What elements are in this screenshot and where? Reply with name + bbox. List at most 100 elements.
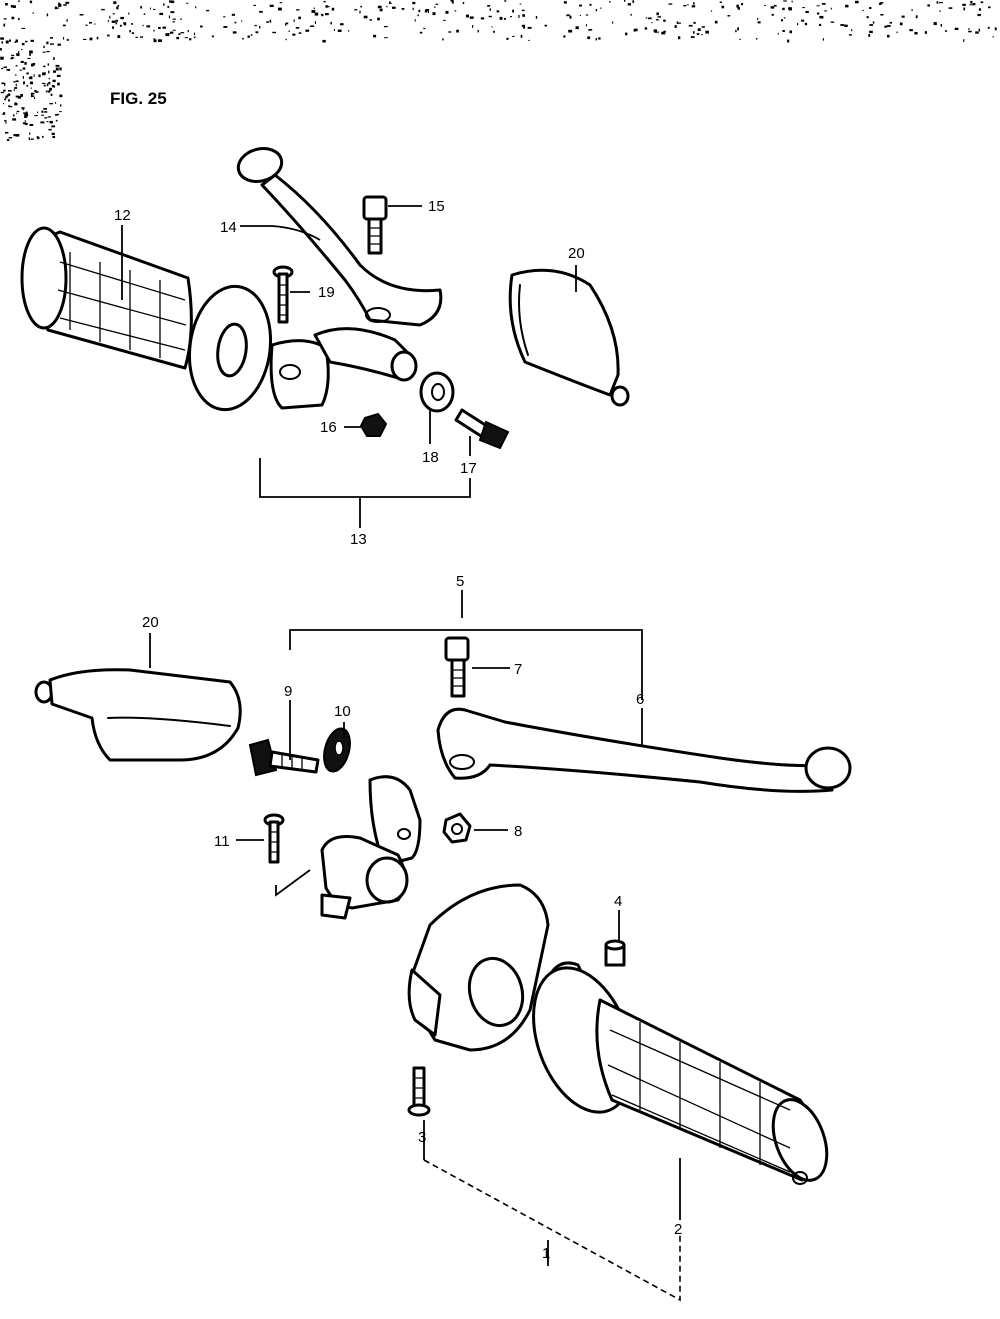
scan-speck	[710, 10, 713, 12]
scan-speck	[200, 25, 203, 28]
scan-speck	[285, 22, 289, 25]
scan-speck	[313, 7, 315, 9]
scan-speck	[656, 12, 659, 16]
scan-speck	[112, 26, 114, 29]
scan-speck	[645, 17, 647, 19]
scan-speck	[59, 111, 62, 113]
scan-speck	[757, 18, 759, 20]
scan-speck	[57, 82, 60, 86]
scan-speck	[445, 10, 449, 14]
part-16-nut	[359, 412, 388, 437]
scan-speck	[866, 16, 869, 19]
scan-speck	[663, 30, 666, 33]
label-18: 18	[422, 449, 439, 466]
scan-speck	[690, 36, 695, 38]
scan-speck	[9, 39, 11, 42]
scan-speck	[23, 112, 27, 114]
scan-speck	[624, 0, 626, 2]
scan-speck	[49, 103, 53, 105]
scan-speck	[6, 139, 10, 141]
scan-speck	[862, 9, 864, 12]
scan-speck	[325, 5, 328, 8]
scan-speck	[40, 121, 45, 124]
scan-speck	[55, 64, 60, 67]
scan-speck	[3, 89, 6, 92]
scan-speck	[170, 11, 175, 14]
scan-speck	[456, 29, 459, 33]
scan-speck	[816, 5, 820, 7]
scan-speck	[3, 112, 6, 115]
scan-speck	[802, 7, 805, 9]
scan-speck	[247, 35, 250, 38]
scan-speck	[57, 43, 61, 46]
scan-speck	[819, 23, 822, 26]
scan-speck	[1, 67, 4, 70]
scan-speck	[107, 34, 110, 37]
scan-speck	[26, 85, 29, 87]
scan-speck	[764, 4, 766, 6]
scan-speck	[18, 51, 20, 54]
scan-speck	[180, 32, 185, 34]
scan-speck	[868, 34, 871, 37]
scan-speck	[927, 4, 930, 7]
scan-speck	[119, 24, 122, 27]
scan-speck	[33, 74, 35, 77]
part-9-adjuster-bolt	[248, 738, 320, 777]
scan-speck	[259, 10, 263, 13]
scan-speck	[21, 107, 25, 110]
scan-speck	[47, 63, 50, 66]
scan-speck	[782, 7, 785, 11]
scan-speck	[412, 7, 414, 11]
scan-speck	[980, 1, 984, 4]
scan-speck	[184, 37, 188, 39]
scan-speck	[24, 120, 26, 122]
scan-speck	[89, 21, 92, 24]
label-20-upper: 20	[568, 245, 585, 262]
scan-speck	[22, 67, 26, 70]
scan-speck	[523, 25, 526, 29]
scan-speck	[579, 14, 581, 16]
scan-speck	[563, 1, 567, 4]
scan-speck	[435, 3, 439, 5]
label-7: 7	[514, 661, 522, 678]
scan-speck	[579, 4, 582, 7]
scan-speck	[770, 6, 775, 9]
scan-speck	[333, 29, 335, 31]
scan-speck	[988, 6, 991, 9]
scan-speck	[18, 0, 20, 2]
scan-speck	[35, 91, 39, 93]
scan-speck	[924, 31, 927, 34]
scan-speck	[901, 15, 905, 18]
scan-speck	[389, 1, 391, 4]
scan-speck	[790, 31, 792, 34]
scan-speck	[14, 74, 17, 76]
scan-speck	[970, 0, 973, 4]
label-12: 12	[114, 207, 131, 224]
scan-speck	[321, 13, 324, 17]
scan-speck	[369, 19, 373, 21]
scan-speck	[57, 7, 59, 9]
scan-speck	[5, 131, 9, 134]
scan-speck	[632, 0, 635, 3]
scan-speck	[46, 83, 49, 87]
scan-speck	[5, 96, 7, 99]
scan-speck	[719, 1, 722, 3]
scan-speck	[250, 34, 253, 36]
scan-speck	[963, 39, 965, 42]
scan-speck	[401, 8, 405, 10]
scan-speck	[337, 29, 342, 32]
scan-speck	[359, 10, 361, 14]
scan-speck	[512, 9, 514, 13]
scan-speck	[109, 15, 111, 19]
scan-speck	[417, 14, 419, 17]
scan-speck	[676, 21, 678, 24]
scan-speck	[544, 24, 547, 27]
scan-speck	[11, 54, 15, 56]
scan-speck	[46, 121, 49, 123]
scan-speck	[314, 12, 319, 16]
scan-speck	[142, 24, 144, 27]
scan-speck	[234, 21, 237, 24]
scan-speck	[120, 16, 124, 20]
label-15: 15	[428, 198, 445, 215]
scan-speck	[8, 68, 10, 71]
